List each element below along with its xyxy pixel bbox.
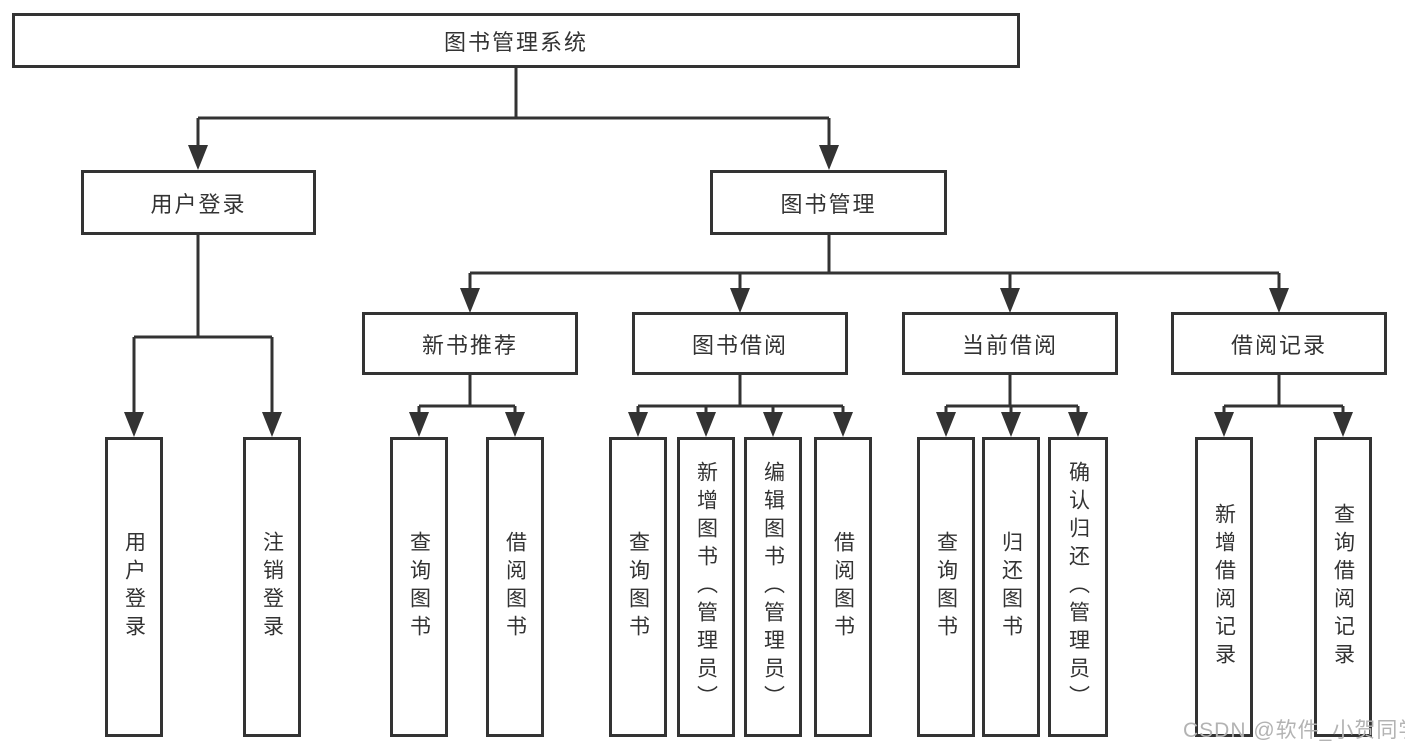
leaf-borrow-books-recommend: 借阅图书 xyxy=(486,437,544,737)
leaf-label: 查询图书 xyxy=(407,531,431,643)
node-current-borrow: 当前借阅 xyxy=(902,312,1118,375)
leaf-query-borrow-record: 查询借阅记录 xyxy=(1314,437,1372,737)
leaf-label: 确认归还（管理员） xyxy=(1066,461,1090,713)
leaf-add-borrow-record: 新增借阅记录 xyxy=(1195,437,1253,737)
leaf-confirm-return-admin: 确认归还（管理员） xyxy=(1048,437,1108,737)
leaf-add-book-admin: 新增图书（管理员） xyxy=(677,437,735,737)
watermark: CSDN @软件_小贺同学 xyxy=(1183,719,1405,742)
leaf-logout: 注销登录 xyxy=(243,437,301,737)
leaf-label: 查询图书 xyxy=(934,531,958,643)
node-book-borrow: 图书借阅 xyxy=(632,312,848,375)
node-new-book-recommend: 新书推荐 xyxy=(362,312,578,375)
leaf-label: 用户登录 xyxy=(122,531,146,643)
leaf-label: 编辑图书（管理员） xyxy=(761,461,785,713)
leaf-label: 查询借阅记录 xyxy=(1331,503,1355,671)
node-book-management: 图书管理 xyxy=(710,170,947,235)
leaf-edit-book-admin: 编辑图书（管理员） xyxy=(744,437,802,737)
node-user-login: 用户登录 xyxy=(81,170,316,235)
leaf-label: 借阅图书 xyxy=(503,531,527,643)
leaf-query-books-borrow: 查询图书 xyxy=(609,437,667,737)
leaf-label: 注销登录 xyxy=(260,531,284,643)
leaf-label: 新增图书（管理员） xyxy=(694,461,718,713)
leaf-label: 查询图书 xyxy=(626,531,650,643)
leaf-label: 归还图书 xyxy=(999,531,1023,643)
leaf-user-login: 用户登录 xyxy=(105,437,163,737)
node-root: 图书管理系统 xyxy=(12,13,1020,68)
leaf-label: 新增借阅记录 xyxy=(1212,503,1236,671)
leaf-query-books-recommend: 查询图书 xyxy=(390,437,448,737)
leaf-label: 借阅图书 xyxy=(831,531,855,643)
leaf-query-books-current: 查询图书 xyxy=(917,437,975,737)
node-borrow-record: 借阅记录 xyxy=(1171,312,1387,375)
leaf-borrow-books-borrow: 借阅图书 xyxy=(814,437,872,737)
leaf-return-book: 归还图书 xyxy=(982,437,1040,737)
